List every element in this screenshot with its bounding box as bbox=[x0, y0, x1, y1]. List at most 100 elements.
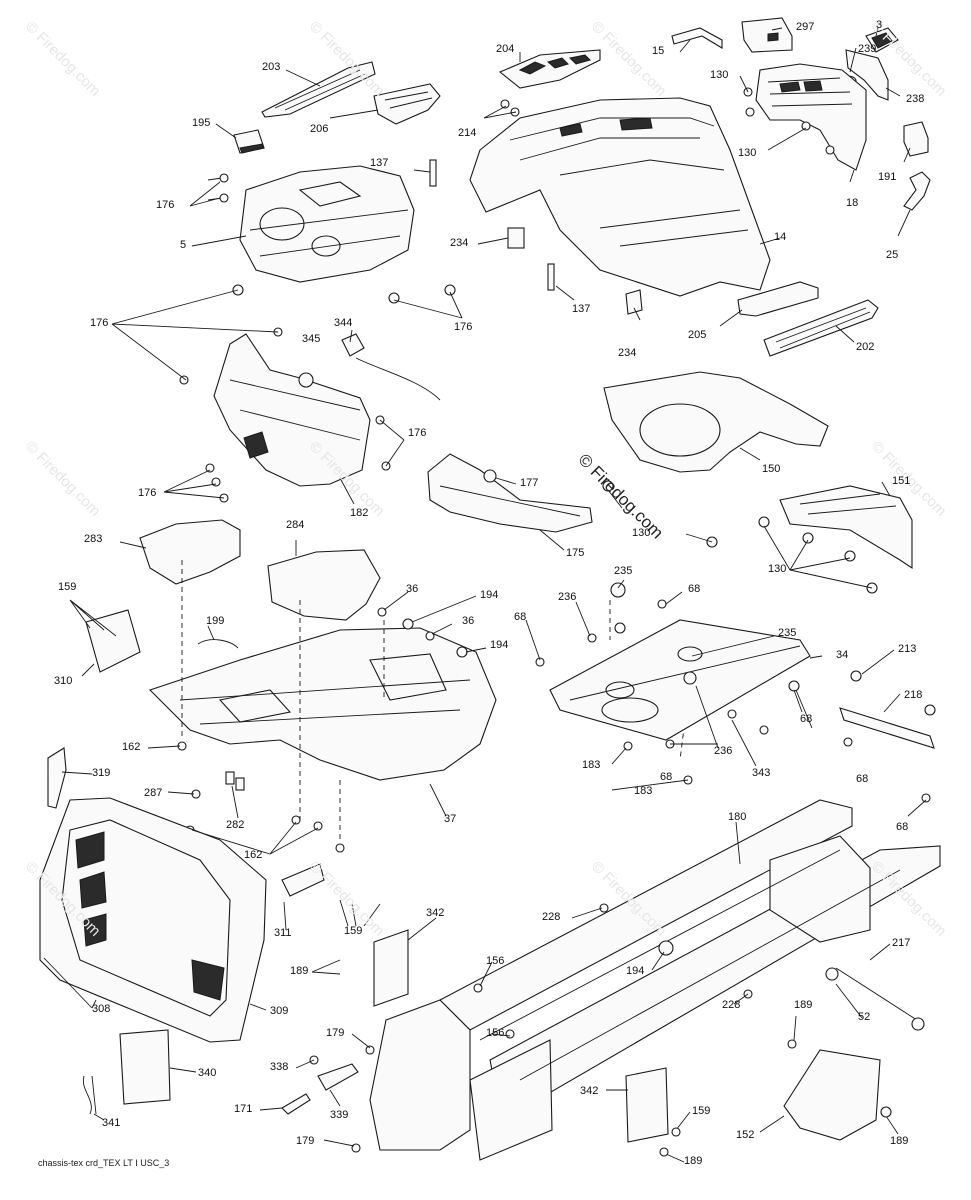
bracket-175 bbox=[427, 453, 593, 533]
bolt-159-bottom bbox=[671, 1127, 681, 1137]
part-label: 319 bbox=[92, 767, 111, 779]
part-label: 345 bbox=[302, 333, 321, 345]
part-label: 228 bbox=[542, 911, 561, 923]
part-label: 228 bbox=[722, 999, 741, 1011]
plug-345 bbox=[298, 372, 314, 388]
part-label: 239 bbox=[858, 43, 877, 55]
bracket-342b bbox=[625, 1067, 669, 1143]
decal-199 bbox=[197, 639, 239, 649]
part-label: 297 bbox=[796, 21, 815, 33]
part-label: 176 bbox=[454, 321, 473, 333]
part-label: 284 bbox=[286, 519, 305, 531]
part-label: 235 bbox=[614, 565, 633, 577]
part-label: 130 bbox=[632, 527, 651, 539]
part-label: 52 bbox=[858, 1011, 871, 1023]
part-label: 287 bbox=[144, 787, 163, 799]
part-label: 34 bbox=[836, 649, 849, 661]
part-label: 68 bbox=[800, 713, 813, 725]
part-label: 176 bbox=[90, 317, 109, 329]
part-label: 234 bbox=[450, 237, 469, 249]
part-label: 15 bbox=[652, 45, 665, 57]
part-label: 68 bbox=[896, 821, 909, 833]
switch-344 bbox=[341, 333, 441, 401]
part-label: 177 bbox=[520, 477, 539, 489]
part-label: 137 bbox=[370, 157, 389, 169]
part-label: 195 bbox=[192, 117, 211, 129]
screws-176 bbox=[179, 173, 456, 385]
dash-5 bbox=[239, 165, 415, 283]
part-label: 238 bbox=[906, 93, 925, 105]
dash-panel-203 bbox=[261, 61, 376, 118]
part-label: 176 bbox=[138, 487, 157, 499]
part-label: 213 bbox=[898, 643, 917, 655]
part-label: 159 bbox=[344, 925, 363, 937]
part-label: 235 bbox=[778, 627, 797, 639]
strip-15 bbox=[671, 27, 723, 49]
pad-234b bbox=[625, 289, 643, 315]
part-label: 150 bbox=[762, 463, 781, 475]
part-label: 191 bbox=[878, 171, 897, 183]
part-label: 36 bbox=[462, 615, 475, 627]
lower-dash-182 bbox=[213, 333, 371, 487]
fasteners-130 bbox=[602, 87, 878, 594]
part-label: 342 bbox=[426, 907, 445, 919]
spring-341 bbox=[82, 1075, 97, 1115]
bracket-319 bbox=[47, 747, 67, 809]
bracket-25 bbox=[903, 171, 931, 211]
part-label: 156 bbox=[486, 955, 505, 967]
bracket-342a bbox=[373, 929, 409, 1007]
part-label: 344 bbox=[334, 317, 353, 329]
part-label: 182 bbox=[350, 507, 369, 519]
part-label: 340 bbox=[198, 1067, 217, 1079]
grommet-177 bbox=[483, 469, 497, 483]
part-label: 194 bbox=[490, 639, 509, 651]
part-label: 183 bbox=[634, 785, 653, 797]
footpad-283 bbox=[139, 519, 241, 585]
part-label: 194 bbox=[626, 965, 645, 977]
part-label: 309 bbox=[270, 1005, 289, 1017]
grille-18 bbox=[755, 63, 867, 171]
part-label: 5 bbox=[180, 239, 187, 251]
part-label: 343 bbox=[752, 767, 771, 779]
part-label: 202 bbox=[856, 341, 875, 353]
part-label: 236 bbox=[558, 591, 577, 603]
bracket-218 bbox=[839, 670, 936, 803]
bracket-151 bbox=[779, 485, 913, 570]
part-label: 180 bbox=[728, 811, 747, 823]
part-label: 282 bbox=[226, 819, 245, 831]
part-label: 310 bbox=[54, 675, 73, 687]
part-label: 68 bbox=[688, 583, 701, 595]
part-label: 68 bbox=[856, 773, 869, 785]
clips-282 bbox=[225, 771, 245, 791]
part-label: 152 bbox=[736, 1129, 755, 1141]
part-label: 236 bbox=[714, 745, 733, 757]
part-label: 171 bbox=[234, 1103, 253, 1115]
bracket-311 bbox=[281, 863, 325, 897]
front-grille-309 bbox=[39, 797, 267, 1043]
part-label: 159 bbox=[692, 1105, 711, 1117]
part-label: 3 bbox=[876, 19, 883, 31]
part-label: 206 bbox=[310, 123, 329, 135]
bolt-189-rear bbox=[880, 1106, 892, 1118]
part-label: 37 bbox=[444, 813, 457, 825]
fasteners-36-194 bbox=[377, 607, 468, 658]
part-label: 189 bbox=[890, 1135, 909, 1147]
part-label: 217 bbox=[892, 937, 911, 949]
lens-191 bbox=[903, 121, 929, 157]
shield-152 bbox=[783, 1049, 881, 1141]
fender-37 bbox=[148, 627, 497, 781]
hood-14 bbox=[469, 97, 771, 297]
part-label: 283 bbox=[84, 533, 103, 545]
link-339 bbox=[281, 1055, 359, 1115]
leader-lines bbox=[43, 27, 927, 1163]
hood-cover-204 bbox=[498, 49, 601, 89]
part-label: 175 bbox=[566, 547, 585, 559]
part-label: 14 bbox=[774, 231, 787, 243]
part-label: 308 bbox=[92, 1003, 111, 1015]
part-label: 218 bbox=[904, 689, 923, 701]
footpad-284 bbox=[267, 549, 381, 621]
part-label: 68 bbox=[660, 771, 673, 783]
part-label: 137 bbox=[572, 303, 591, 315]
part-label: 341 bbox=[102, 1117, 121, 1129]
